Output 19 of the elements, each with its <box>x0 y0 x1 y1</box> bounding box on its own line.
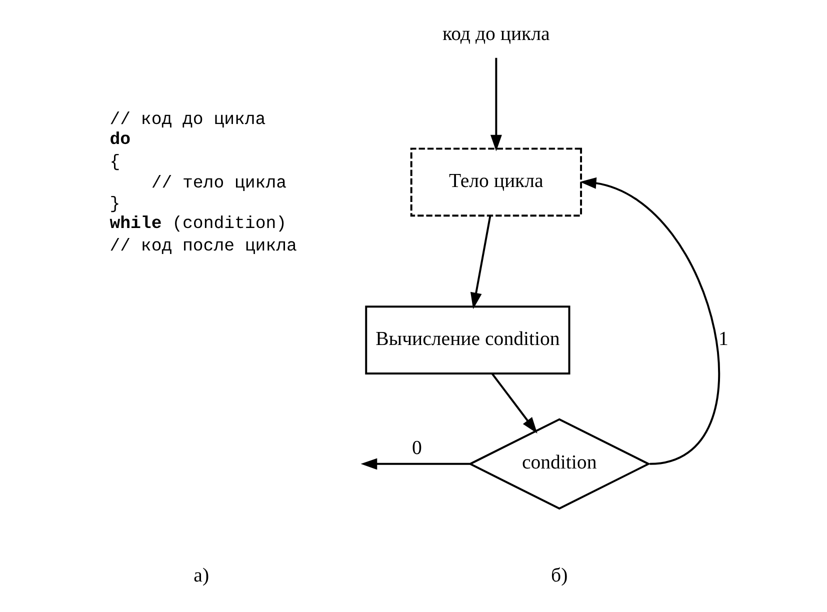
label: // тело цикла <box>151 174 287 194</box>
node-text: код до цикла <box>442 23 550 46</box>
edge-label: 0 <box>412 436 422 459</box>
arrow <box>491 372 538 434</box>
edge-label: 1 <box>718 328 728 350</box>
arrow <box>580 177 720 465</box>
label: // код после цикла <box>110 238 297 257</box>
arrow <box>490 58 502 152</box>
arrow <box>470 215 492 310</box>
label: б) <box>551 564 568 586</box>
label: а) <box>194 564 210 586</box>
node-box: Тело цикла <box>410 148 582 217</box>
node-box: Вычисление condition <box>365 306 570 374</box>
label: } <box>110 195 120 214</box>
arrow <box>360 458 470 470</box>
label: { <box>110 153 120 172</box>
label: do <box>110 130 131 150</box>
label: while (condition) <box>110 215 287 234</box>
label: // код до цикла <box>110 111 266 130</box>
